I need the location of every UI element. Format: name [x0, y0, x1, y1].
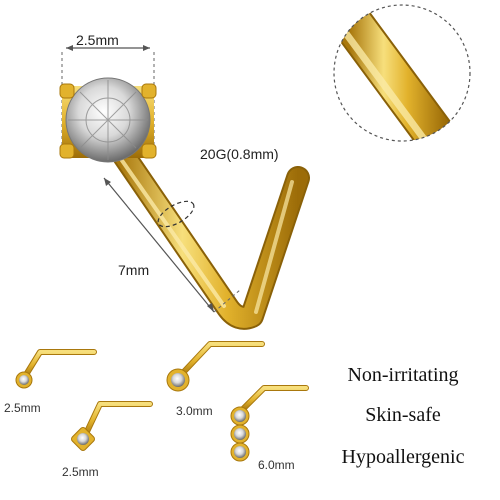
feature-non-irritating: Non-irritating — [347, 364, 459, 386]
gem-width-label: 2.5mm — [76, 32, 119, 48]
variant-2-size-label: 3.0mm — [176, 404, 213, 418]
variant-4-size-label: 6.0mm — [258, 458, 295, 472]
feature-skin-safe: Skin-safe — [365, 404, 441, 426]
variant-2-illustration — [166, 341, 265, 392]
nose-stud-post — [108, 138, 310, 330]
feature-hypoallergenic: Hypoallergenic — [341, 446, 465, 468]
gauge-label: 20G(0.8mm) — [200, 146, 279, 162]
post-length-dimension — [103, 177, 241, 313]
zoom-detail-circle — [333, 4, 471, 142]
gauge-marker — [157, 200, 195, 228]
variant-1-illustration — [15, 349, 97, 389]
variant-1-size-label: 2.5mm — [4, 401, 41, 415]
gem-setting — [59, 77, 157, 163]
variant-3-illustration — [71, 401, 153, 451]
variant-4-illustration — [230, 385, 309, 462]
variant-3-size-label: 2.5mm — [62, 465, 99, 479]
post-length-label: 7mm — [118, 262, 150, 278]
